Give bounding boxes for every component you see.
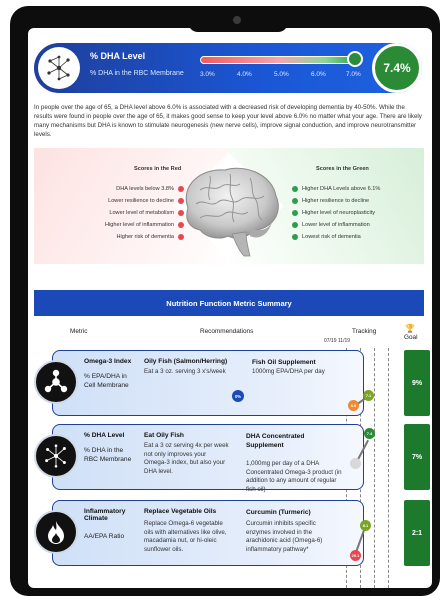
tracking-dates: 07/19 11/19	[324, 338, 351, 344]
metric-card	[52, 350, 364, 416]
intro-paragraph: In people over the age of 65, a DHA leve…	[34, 104, 422, 138]
scale-label: 7.0%	[346, 71, 361, 78]
dha-scale-marker	[347, 51, 364, 67]
goal-value: 7%	[404, 424, 430, 490]
red-heading: Scores in the Red	[134, 166, 182, 172]
recommendation-1-title: Eat Oily Fish	[144, 432, 184, 439]
tracking-point-nov: 8.1	[360, 520, 371, 531]
metric-subtitle: % EPA/DHA in Cell Membrane	[84, 373, 129, 389]
tracking-point-jul: 6.9	[348, 400, 359, 411]
metric-row-inflammatory[interactable]: Inflammatory Climate AA/EPA Ratio Replac…	[34, 500, 430, 566]
metric-subtitle: AA/EPA Ratio	[84, 533, 125, 540]
red-dot	[178, 234, 184, 240]
column-header-tracking: Tracking	[352, 328, 377, 335]
tracking-gridline	[388, 348, 389, 588]
green-dot	[292, 234, 298, 240]
red-item: DHA levels below 3.8%	[116, 186, 174, 192]
dha-scale-bar	[200, 56, 360, 64]
green-item: Higher DHA Levels above 6.1%	[302, 186, 381, 192]
metric-title: Inflammatory Climate	[84, 508, 126, 522]
recommendation-2-text: Curcumin inhibits specific enzymes invol…	[246, 520, 323, 553]
scale-label: 3.0%	[200, 71, 215, 78]
tracking-gridline	[374, 348, 375, 588]
metric-row-dha[interactable]: % DHA Level % DHA in the RBC Membrane Ea…	[34, 424, 430, 493]
summary-title-bar: Nutrition Function Metric Summary	[34, 290, 424, 316]
recommendation-1-title: Replace Vegetable Oils	[144, 508, 217, 515]
red-item: Higher level of inflammation	[104, 222, 174, 228]
recommendation-1-text: Replace Omega-6 vegetable oils with alte…	[144, 520, 227, 553]
recommendation-1-title: Oily Fish (Salmon/Herring)	[144, 358, 228, 365]
column-header-goal: Goal	[404, 334, 418, 341]
green-item: Higher resilience to decline	[302, 198, 370, 204]
goal-value: 9%	[404, 350, 430, 416]
red-dot	[178, 198, 184, 204]
trend-badge: 0%	[232, 390, 244, 402]
metric-title: Omega-3 Index	[84, 358, 132, 365]
green-item: Higher level of neuroplasticity	[302, 210, 376, 216]
column-header-metric: Metric	[70, 328, 88, 335]
recommendation-2-text: 1000mg EPA/DHA per day	[252, 368, 325, 375]
tracking-point-jul: 20.1	[350, 550, 361, 561]
metric-title: % DHA Level	[84, 432, 125, 439]
trophy-icon: 🏆	[405, 324, 415, 333]
tracking-point-jul	[350, 458, 361, 469]
green-dot	[292, 222, 298, 228]
flame-icon	[34, 510, 78, 554]
metric-row-omega3[interactable]: Omega-3 Index % EPA/DHA in Cell Membrane…	[34, 350, 430, 416]
green-item: Lower level of inflammation	[302, 222, 370, 228]
neural-network-icon	[38, 47, 80, 89]
report-screen: % DHA Level % DHA in the RBC Membrane 3.…	[28, 28, 432, 588]
recommendation-1-text: Eat a 3 oz serving 4x per week not only …	[144, 442, 229, 475]
green-dot	[292, 198, 298, 204]
red-dot	[178, 222, 184, 228]
green-dot	[292, 186, 298, 192]
red-dot	[178, 186, 184, 192]
recommendation-2-text: 1,000mg per day of a DHA Concentrated Om…	[246, 460, 342, 493]
header-subtitle: % DHA in the RBC Membrane	[90, 70, 184, 77]
molecule-icon	[34, 360, 78, 404]
camera-icon	[233, 16, 241, 24]
green-item: Lowest risk of dementia	[302, 234, 361, 240]
recommendation-2-title: Fish Oil Supplement	[252, 359, 316, 366]
scale-label: 6.0%	[311, 71, 326, 78]
red-item: Lower level of metabolism	[109, 210, 174, 216]
column-header-recommendations: Recommendations	[200, 328, 254, 335]
scores-comparison: Scores in the Red Scores in the Green DH…	[34, 148, 424, 264]
metric-subtitle: % DHA in the RBC Membrane	[84, 447, 132, 463]
metric-card	[52, 500, 364, 566]
brain-icon	[185, 167, 279, 257]
recommendation-2-title: DHA Concentrated Supplement	[246, 433, 305, 449]
goal-value: 2:1	[404, 500, 430, 566]
green-heading: Scores in the Green	[316, 166, 369, 172]
red-dot	[178, 210, 184, 216]
dha-level-header: % DHA Level % DHA in the RBC Membrane 3.…	[34, 43, 422, 93]
recommendation-2-title: Curcumin (Turmeric)	[246, 509, 311, 516]
scale-label: 5.0%	[274, 71, 289, 78]
neural-network-icon	[34, 434, 78, 478]
recommendation-1-text: Eat a 3 oz. serving 3 x's/week	[144, 368, 226, 375]
header-title: % DHA Level	[90, 51, 146, 61]
tablet-frame: % DHA Level % DHA in the RBC Membrane 3.…	[10, 6, 440, 596]
red-item: Lower resilience to decline	[108, 198, 174, 204]
red-item: Higher risk of dementia	[116, 234, 174, 240]
tracking-point-nov: 7.1	[363, 390, 374, 401]
scale-label: 4.0%	[237, 71, 252, 78]
camera-notch	[188, 10, 288, 32]
green-dot	[292, 210, 298, 216]
tracking-point-nov: 7.4	[364, 428, 375, 439]
dha-value-badge: 7.4%	[372, 43, 422, 93]
